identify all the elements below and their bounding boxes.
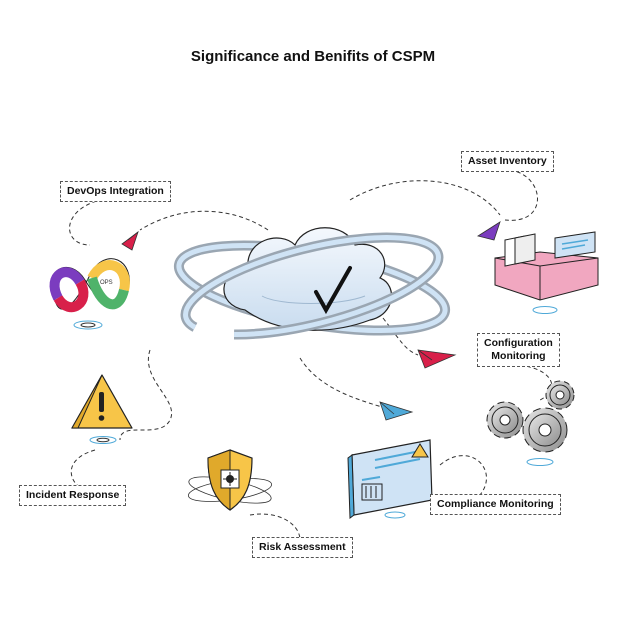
- connector-asset-label: [504, 169, 538, 221]
- cloud-checkmark-icon: [173, 227, 451, 340]
- diagram-title: Significance and Benifits of CSPM: [190, 48, 436, 65]
- devops-ops-text: OPS: [100, 280, 113, 286]
- label-configuration-monitoring: Configuration Monitoring: [477, 333, 560, 367]
- warning-sign-icon: [71, 374, 133, 444]
- connector-devops: [139, 210, 269, 231]
- gears-icon: [486, 380, 575, 466]
- connector-risk: [249, 513, 301, 541]
- connector-config: [382, 317, 419, 356]
- paper-plane-purple: [476, 221, 501, 241]
- connector-compliance-label: [439, 455, 487, 496]
- label-risk-assessment: Risk Assessment: [252, 537, 353, 558]
- paper-plane-blue: [379, 401, 414, 421]
- connector-incident: [119, 349, 173, 441]
- label-asset-inventory: Asset Inventory: [461, 151, 554, 172]
- monitor-chart-icon: [347, 439, 433, 519]
- label-incident-response: Incident Response: [19, 485, 127, 506]
- label-configuration-line2: Monitoring: [491, 350, 546, 362]
- paper-plane-red-left: [121, 230, 139, 251]
- label-compliance-monitoring: Compliance Monitoring: [430, 494, 561, 515]
- connector-devops-label: [69, 197, 111, 246]
- connector-incident-label: [70, 449, 96, 491]
- paper-plane-red-right: [417, 349, 457, 369]
- devops-dev-text: DEV: [62, 292, 74, 298]
- connector-lines: [69, 169, 552, 541]
- label-devops-integration: DevOps Integration: [60, 181, 171, 202]
- cash-register-icon: [494, 231, 599, 314]
- connector-compliance: [299, 357, 386, 409]
- connector-asset: [349, 180, 501, 216]
- label-configuration-line1: Configuration: [484, 337, 553, 349]
- shield-virus-icon: [187, 449, 273, 511]
- infinity-loop-icon: DEV OPS: [49, 258, 130, 330]
